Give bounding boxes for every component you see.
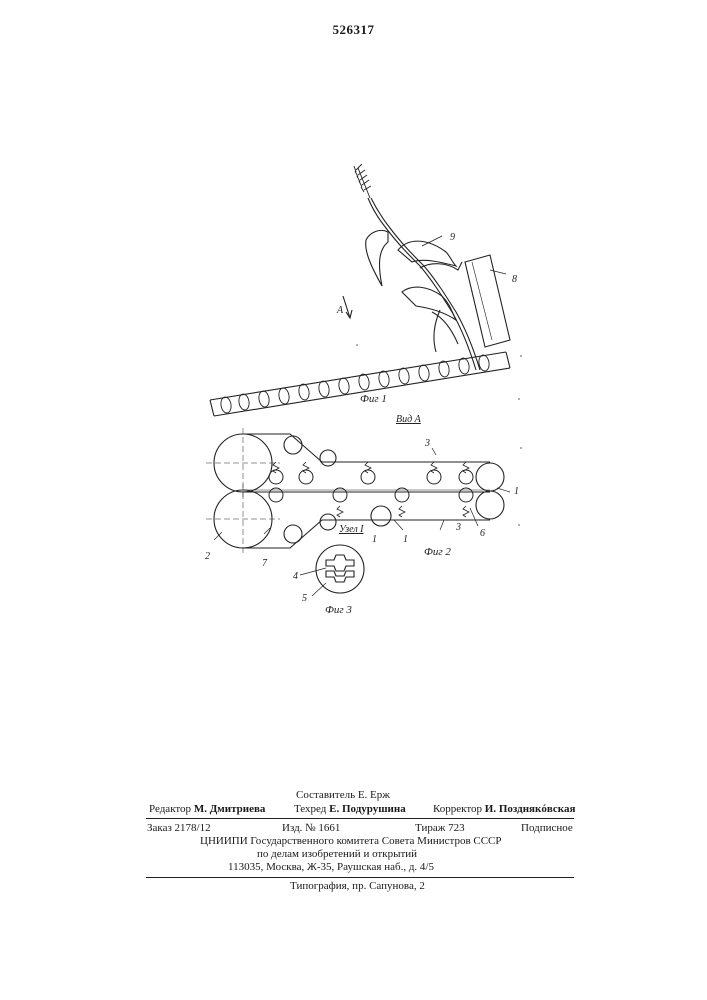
callout-8: 8 [512, 274, 517, 285]
printing-house: Типография, пр. Сапунова, 2 [290, 880, 425, 893]
view-a-label: Вид А [396, 414, 422, 425]
affairs-line: по делам изобретений и открытий [257, 848, 417, 861]
fig3-drawing [300, 545, 364, 596]
callout-7: 7 [262, 558, 268, 569]
fig3-caption: Фиг 3 [325, 604, 352, 616]
corrector-label: Корректор [433, 803, 482, 815]
callout-1c: 1 [372, 534, 377, 545]
corrector-name: И. Позднякóвская [485, 803, 576, 815]
footer-divider-bottom [146, 877, 574, 878]
techred-label: Техред [294, 803, 326, 815]
editor-label: Редактор [149, 803, 191, 815]
techred-name: Е. Подурушина [329, 803, 406, 815]
order-number: Заказ 2178/12 [147, 822, 211, 835]
node-label: Узел I [339, 524, 364, 535]
corrector-line: Корректор И. Позднякóвская [433, 803, 575, 816]
scan-speck [520, 447, 522, 449]
arrow-a-label: А [336, 305, 344, 316]
callout-2: 2 [205, 551, 210, 562]
scan-speck [520, 355, 522, 357]
callout-1a: 1 [514, 486, 519, 497]
circulation: Тираж 723 [415, 822, 465, 835]
fig2-drawing [206, 428, 510, 554]
callout-9: 9 [450, 232, 455, 243]
grain-ear [354, 164, 371, 198]
scan-speck [518, 524, 520, 526]
fig1-caption: Фиг 1 [360, 393, 387, 405]
compiler-line: Составитель Е. Ерж [296, 789, 536, 802]
callout-1b: 1 [403, 534, 408, 545]
footer-divider-top [146, 818, 574, 819]
callout-4: 4 [293, 571, 298, 582]
chain-links [220, 354, 490, 413]
fig2-caption: Фиг 2 [424, 546, 451, 558]
institute-name: ЦНИИПИ Государственного комитета Совета … [200, 835, 502, 848]
edition-number: Изд. № 1661 [282, 822, 340, 835]
address-line: 113035, Москва, Ж-35, Раушская наб., д. … [228, 861, 434, 874]
callout-3a: 3 [424, 438, 430, 449]
callout-3b: 3 [455, 522, 461, 533]
subscription: Подписное [521, 822, 573, 835]
scan-speck [518, 398, 520, 400]
callout-5: 5 [302, 593, 307, 604]
callout-6: 6 [480, 528, 485, 539]
techred-line: Техред Е. Подурушина [294, 803, 406, 816]
scan-speck [356, 344, 358, 346]
fig1-drawing [210, 164, 510, 416]
technical-drawing: 9 8 А Фиг 1 Вид А [0, 0, 707, 700]
editor-name: М. Дмитриева [194, 803, 266, 815]
editor-line: Редактор М. Дмитриева [149, 803, 265, 816]
